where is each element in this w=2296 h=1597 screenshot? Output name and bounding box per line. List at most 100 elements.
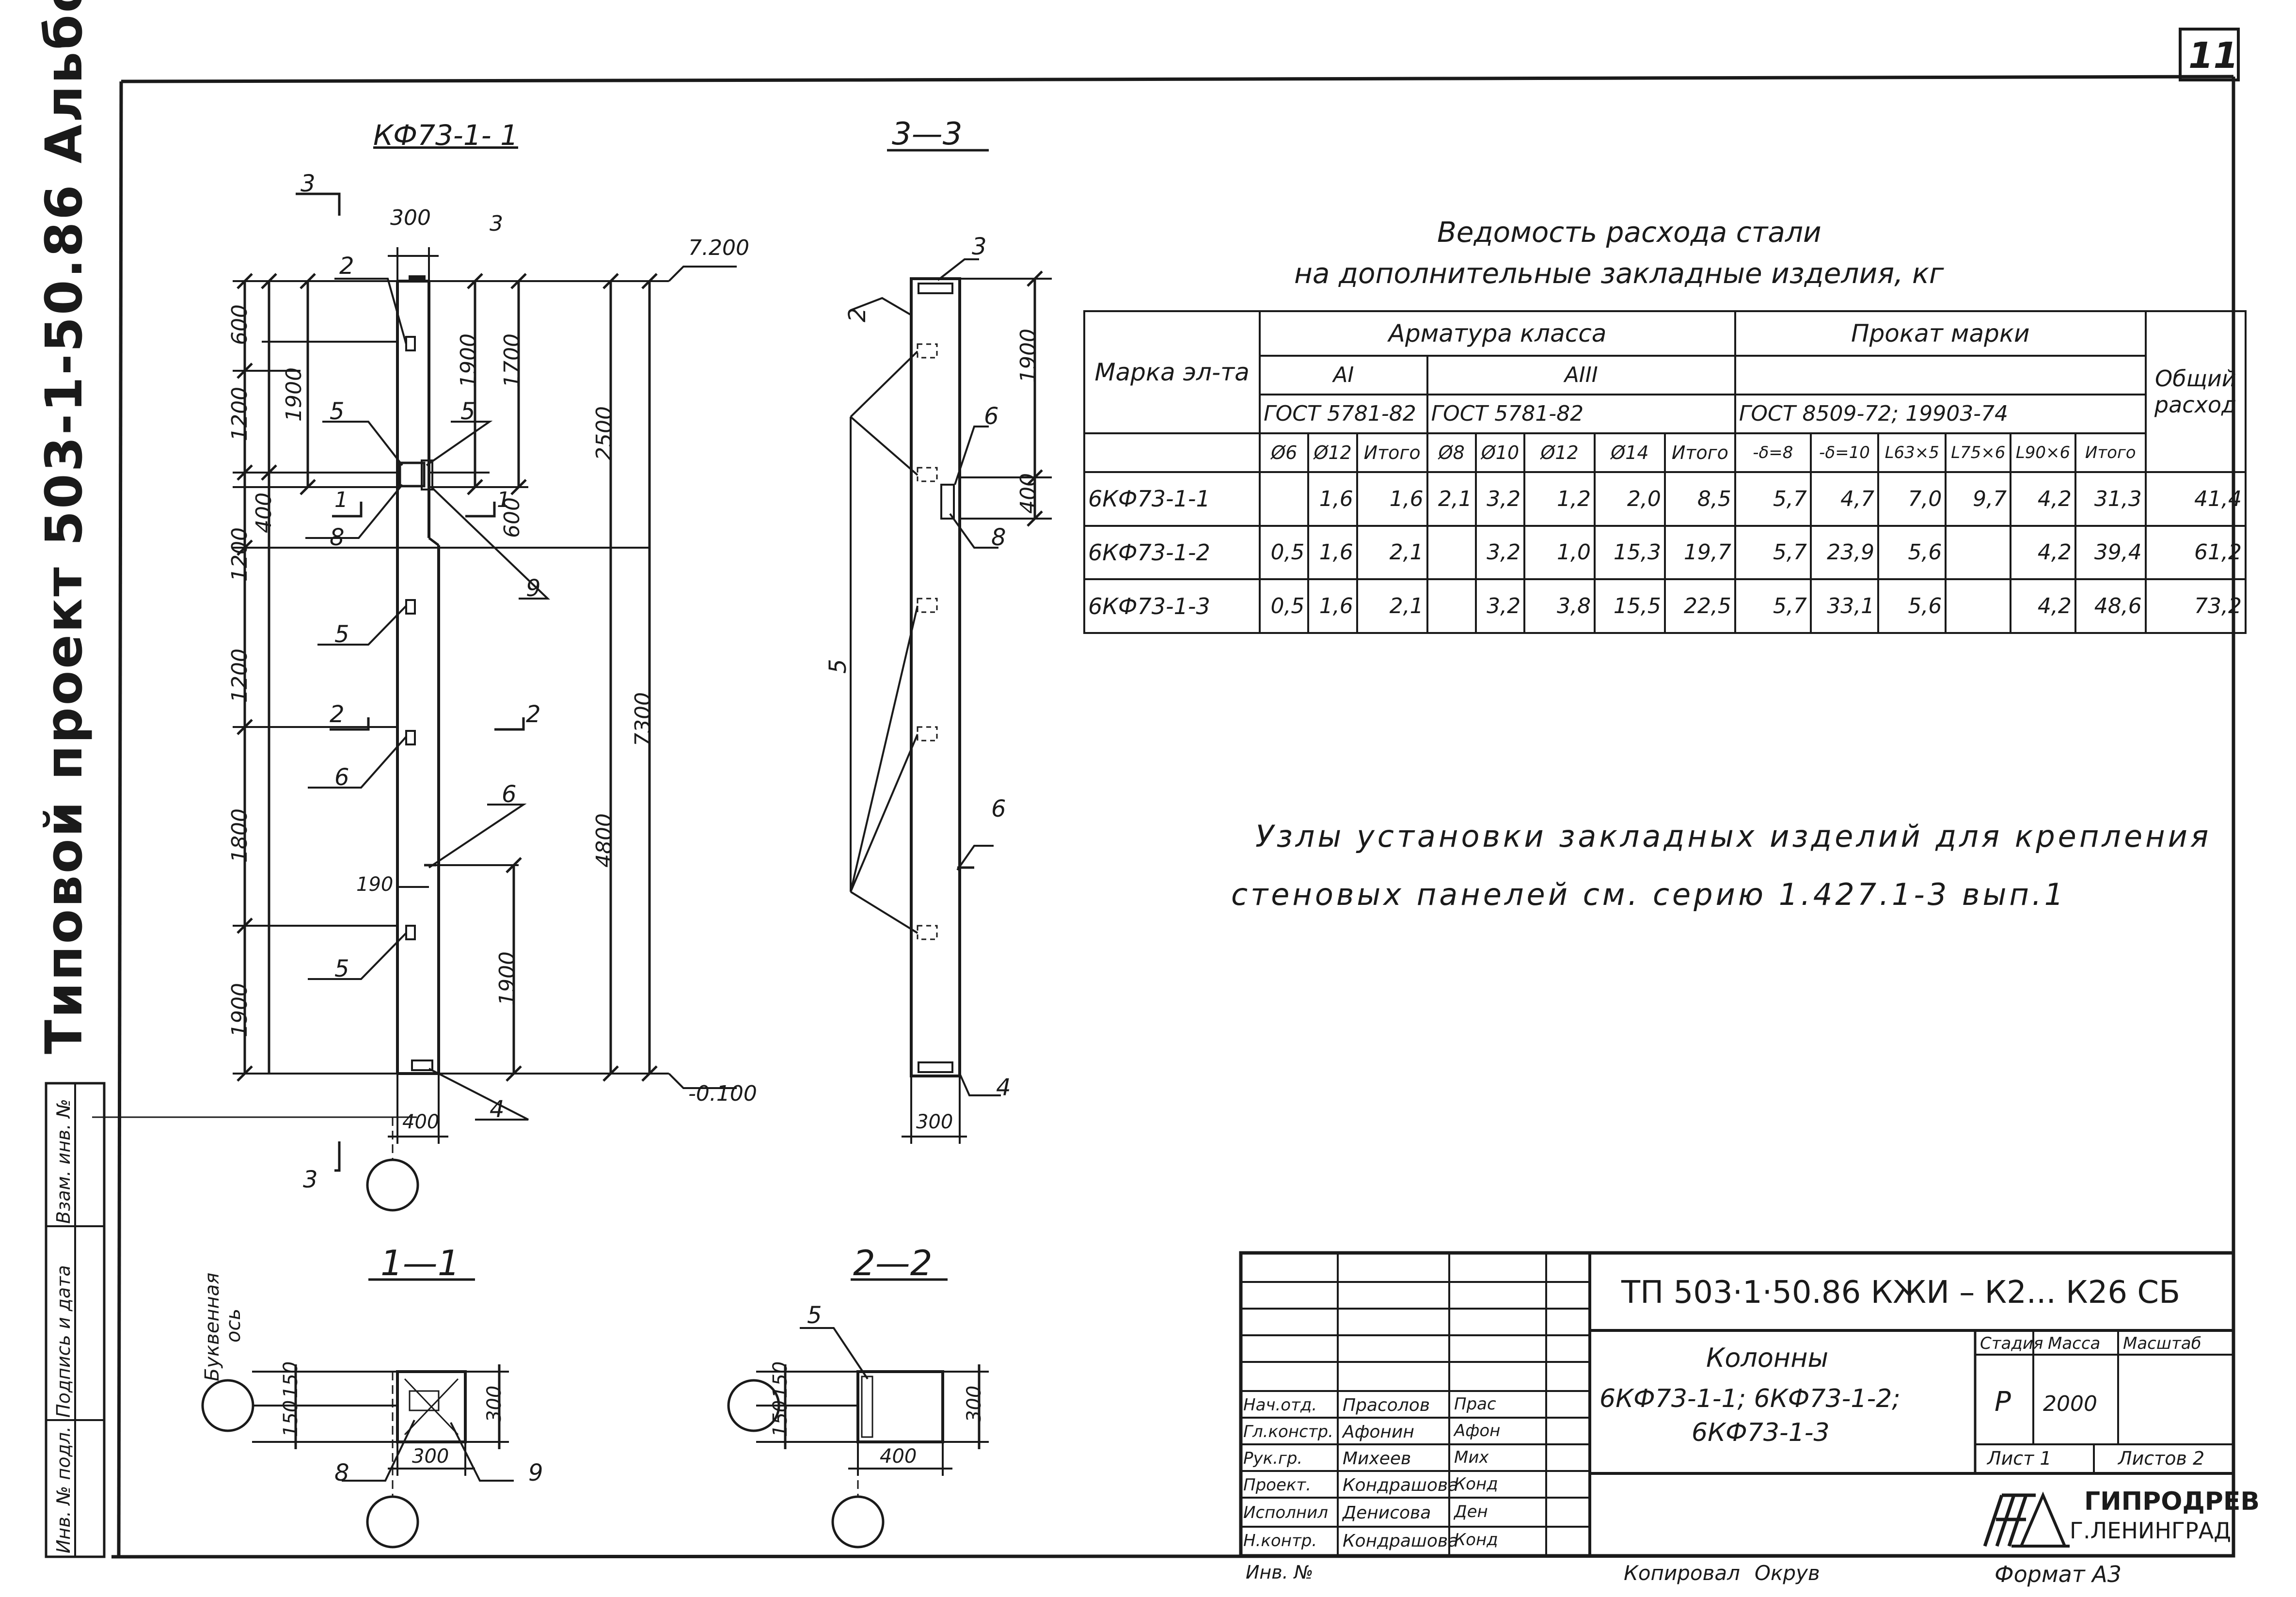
cell: 1,6	[1307, 471, 1358, 527]
row-mark: 6КФ73-1-2	[1083, 524, 1261, 581]
scale-header: Масштаб	[2123, 1334, 2201, 1353]
s33-dim-400: 400	[1016, 473, 1041, 514]
main-view-title: КФ73-1- 1	[373, 119, 519, 152]
dim-in-1900c: 1900	[495, 951, 520, 1006]
object-name: Колонны	[1706, 1343, 1829, 1373]
dim-left-1200b: 1200	[227, 527, 252, 582]
callout-top-3: 3	[490, 211, 503, 236]
dim-left-1900: 1900	[282, 367, 306, 422]
cell: 4,2	[2010, 524, 2076, 581]
cell: 8,5	[1663, 471, 1736, 527]
col-header: Итого	[1356, 432, 1428, 473]
callout-3-bottom: 3	[303, 1166, 318, 1193]
cell: 31,3	[2074, 471, 2147, 527]
row-total: 61,2	[2144, 524, 2247, 581]
dim-in-7300: 7300	[631, 692, 655, 746]
s11-dim-300-h: 300	[412, 1445, 449, 1468]
hdr-rebar: Арматура класса	[1259, 310, 1736, 357]
steel-consumption-table: Марка эл-та Арматура класса Прокат марки…	[1083, 310, 2247, 634]
dim-in-1700: 1700	[500, 333, 524, 388]
callout-6b: 6	[334, 764, 349, 791]
dim-in-190: 190	[356, 873, 394, 896]
org-name: ГИПРОДРЕВ	[2084, 1487, 2260, 1516]
cell: 1,2	[1523, 471, 1596, 527]
cell: 1,6	[1307, 524, 1358, 581]
cell: 3,8	[1523, 578, 1596, 634]
hdr-mark: Марка эл-та	[1083, 310, 1261, 434]
cell: 4,7	[1809, 471, 1880, 527]
cell: 3,2	[1474, 471, 1526, 527]
col-header-row: Ø6 Ø12 Итого Ø8 Ø10 Ø12 Ø14 Итого -δ=8 -…	[1083, 432, 2246, 473]
s11-dim-300-v: 300	[483, 1385, 506, 1423]
stage-header: Стадия	[1980, 1334, 2043, 1353]
s22-dim-400-h: 400	[880, 1445, 917, 1468]
col-header: Ø10	[1474, 432, 1526, 473]
cell: 1,6	[1307, 578, 1358, 634]
col-header: -δ=10	[1809, 432, 1880, 473]
s22-callout-5: 5	[807, 1302, 822, 1329]
s11-dim-150a: 150	[280, 1361, 302, 1398]
callout-6a: 6	[502, 781, 517, 808]
mass-header: Масса	[2048, 1334, 2101, 1353]
note-line-1: Узлы установки закладных изделий для кре…	[1255, 819, 2212, 854]
sheet-value: Лист 1	[1987, 1448, 2052, 1469]
role-sign: Конд	[1454, 1474, 1498, 1494]
cell: 0,5	[1259, 524, 1310, 581]
role-name: Афонин	[1343, 1422, 1414, 1442]
col-header: Ø12	[1523, 432, 1596, 473]
table-row: 6КФ73-1-2 0,5 1,6 2,1 3,2 1,0 15,3 19,7 …	[1083, 524, 2247, 581]
format-label: Формат А3	[1995, 1561, 2122, 1587]
role-sign: Мих	[1454, 1448, 1489, 1467]
row-total: 41,4	[2144, 471, 2247, 527]
copied-by: Окрув	[1755, 1561, 1820, 1585]
role-name: Денисова	[1343, 1503, 1431, 1523]
row-mark: 6КФ73-1-3	[1083, 578, 1261, 634]
cell: 15,3	[1594, 524, 1666, 581]
callout-2-top: 2	[339, 253, 354, 280]
cls-a3: АIII	[1426, 354, 1736, 395]
s33-callout-2: 2	[844, 307, 871, 322]
row-total: 73,2	[2144, 578, 2247, 634]
role-name: Михеев	[1343, 1449, 1411, 1469]
role-label: Рук.гр.	[1243, 1449, 1303, 1468]
title-block-lines	[1239, 1251, 2235, 1558]
cell: 2,1	[1356, 524, 1428, 581]
sheets-value: Листов 2	[2118, 1448, 2205, 1469]
s11-dim-150b: 150	[280, 1400, 302, 1437]
callout-5c: 5	[334, 955, 349, 982]
cell: 5,7	[1734, 578, 1812, 634]
dim-in-1900: 1900	[456, 333, 481, 388]
steel-table-title-1: Ведомость расхода стали	[1437, 216, 1821, 249]
callout-3-cut: 3	[301, 170, 316, 197]
axis-label-2: ось	[222, 1308, 245, 1343]
s33-dim-300: 300	[916, 1111, 953, 1133]
role-name: Кондрашова	[1343, 1531, 1459, 1551]
cell: 48,6	[2074, 578, 2147, 634]
gost-a1: ГОСТ 5781-82	[1259, 393, 1428, 434]
side-stamp-inv-no: Инв. № подл.	[53, 1426, 74, 1553]
col-header: L75×6	[1945, 432, 2012, 473]
role-label: Нач.отд.	[1243, 1395, 1317, 1415]
role-sign: Прас	[1454, 1394, 1496, 1414]
hdr-total: Общий расход	[2144, 310, 2247, 473]
hdr-rolled: Прокат марки	[1734, 310, 2147, 357]
section-2-2-title: 2—2	[853, 1243, 933, 1283]
col-header: Ø12	[1307, 432, 1358, 473]
side-stamp-lines	[45, 1082, 106, 1558]
table-row: 6КФ73-1-1 1,6 1,6 2,1 3,2 1,2 2,0 8,5 5,…	[1083, 471, 2247, 527]
dim-left-400: 400	[252, 492, 276, 533]
callout-4: 4	[490, 1096, 505, 1123]
level-bottom: -0.100	[688, 1081, 757, 1106]
callout-1-right: 1	[497, 488, 510, 512]
cell	[1945, 524, 2012, 581]
dim-in-4800: 4800	[592, 813, 617, 868]
dim-left-1200a: 1200	[227, 387, 252, 441]
inv-no-label: Инв. №	[1246, 1562, 1314, 1583]
cell: 4,2	[2010, 471, 2076, 527]
cell	[1426, 578, 1477, 634]
mark-sub-blank	[1083, 432, 1261, 473]
cell: 2,1	[1426, 471, 1477, 527]
cell: 1,0	[1523, 524, 1596, 581]
